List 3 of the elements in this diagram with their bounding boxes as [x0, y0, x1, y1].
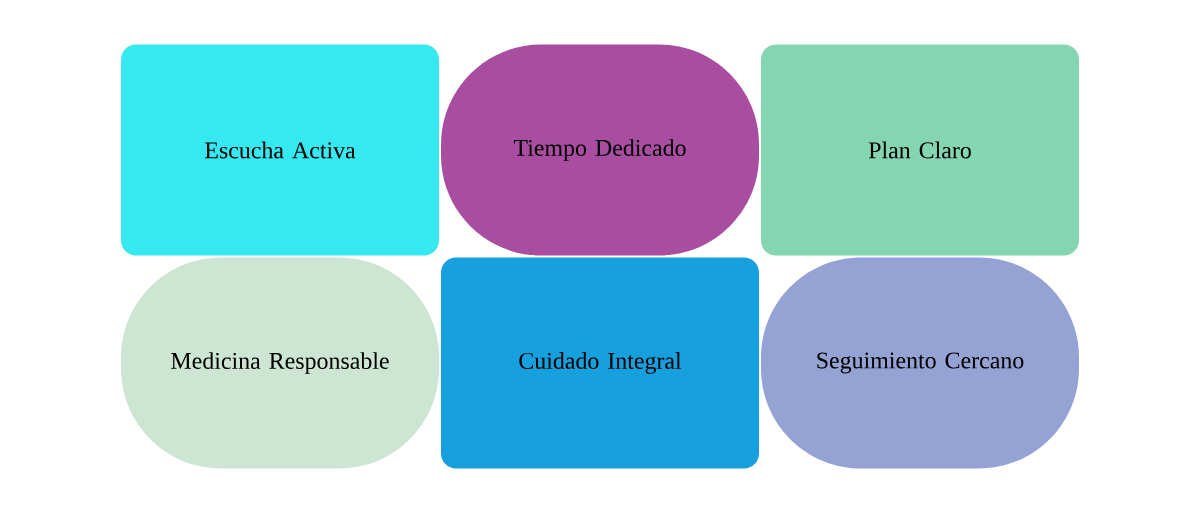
rounded-box: Cuidado Integral	[441, 257, 759, 469]
rounded-box: Escucha Activa	[121, 44, 439, 256]
rounded-box: Plan Claro	[761, 44, 1079, 256]
